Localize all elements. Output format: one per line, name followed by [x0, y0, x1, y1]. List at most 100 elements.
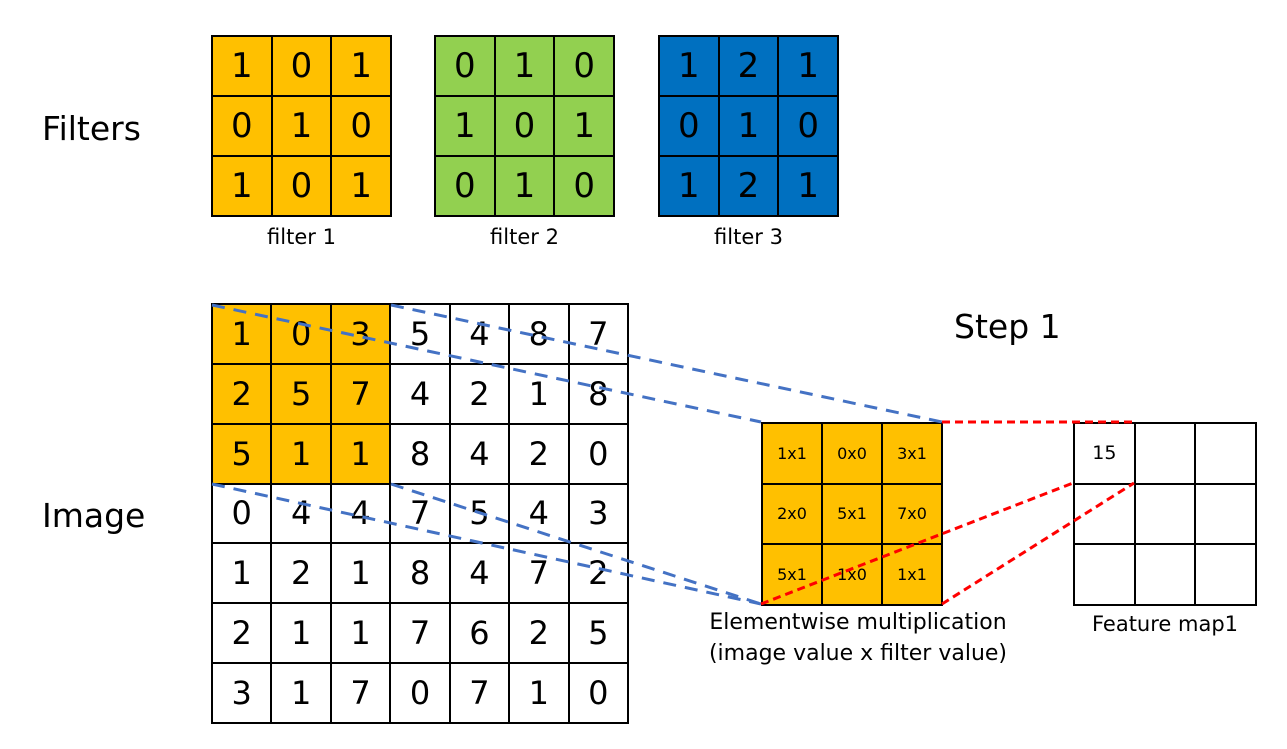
image-cell: 1 — [272, 604, 332, 665]
image-cell: 4 — [450, 305, 511, 365]
image-cell: 2 — [213, 364, 273, 425]
image-cell: 0 — [569, 424, 629, 485]
filter-3-cell: 0 — [779, 97, 839, 157]
image-cell: 1 — [272, 664, 332, 724]
filter-1-cell: 0 — [332, 97, 392, 157]
filter-1-cell: 1 — [272, 97, 333, 157]
product-cell: 5x1 — [763, 545, 823, 606]
image-cell: 2 — [450, 364, 511, 425]
image-cell: 3 — [331, 305, 392, 365]
image-cell: 8 — [391, 544, 451, 605]
filter-1-cell: 1 — [332, 37, 392, 97]
image-cell: 1 — [510, 364, 570, 425]
image-cell: 8 — [510, 305, 570, 365]
filter-1-caption: filter 1 — [267, 225, 336, 249]
product-cell: 1x0 — [823, 545, 883, 606]
image-cell: 4 — [391, 364, 451, 425]
image-cell: 4 — [450, 424, 511, 485]
image-cell: 8 — [569, 364, 629, 425]
filter-1-cell: 0 — [272, 157, 333, 217]
feature-map-cell — [1196, 545, 1257, 606]
image-cell: 4 — [510, 484, 570, 545]
feature-map-grid: 15 — [1073, 422, 1257, 606]
filter-1-cell: 1 — [213, 157, 273, 217]
filter-3-cell: 0 — [660, 97, 720, 157]
feature-map-cell — [1196, 424, 1257, 485]
feature-map-cell: 15 — [1075, 424, 1136, 485]
image-cell: 7 — [331, 664, 392, 724]
image-cell: 4 — [331, 484, 392, 545]
image-cell: 0 — [391, 664, 451, 724]
image-cell: 2 — [569, 544, 629, 605]
filter-2-cell: 0 — [436, 37, 496, 97]
image-cell: 0 — [569, 664, 629, 724]
filter-3-cell: 2 — [719, 157, 780, 217]
feature-map-cell — [1075, 545, 1136, 606]
image-cell: 6 — [450, 604, 511, 665]
step-label: Step 1 — [954, 307, 1061, 346]
filter-3-cell: 1 — [779, 37, 839, 97]
feature-map-cell — [1135, 484, 1197, 546]
filter-2-cell: 0 — [436, 157, 496, 217]
image-cell: 2 — [510, 604, 570, 665]
image-cell: 2 — [510, 424, 570, 485]
product-cell: 7x0 — [883, 484, 943, 546]
image-cell: 7 — [391, 484, 451, 545]
product-cell: 1x1 — [763, 424, 823, 485]
feature-map-cell — [1075, 484, 1136, 546]
filter-3-cell: 1 — [660, 37, 720, 97]
image-cell: 1 — [331, 544, 392, 605]
filters-label: Filters — [42, 109, 141, 148]
filter-2-cell: 1 — [555, 97, 615, 157]
image-cell: 5 — [391, 305, 451, 365]
filter-2-cell: 1 — [436, 97, 496, 157]
image-cell: 8 — [391, 424, 451, 485]
filter-1-cell: 1 — [332, 157, 392, 217]
feature-map-cell — [1135, 424, 1197, 485]
image-cell: 5 — [213, 424, 273, 485]
image-label: Image — [42, 496, 146, 535]
filter-3-cell: 1 — [779, 157, 839, 217]
filter-2-cell: 0 — [555, 37, 615, 97]
image-cell: 0 — [213, 484, 273, 545]
image-cell: 2 — [272, 544, 332, 605]
image-cell: 1 — [213, 305, 273, 365]
image-cell: 5 — [569, 604, 629, 665]
filter-3-cell: 1 — [660, 157, 720, 217]
image-cell: 1 — [331, 424, 392, 485]
feature-map-cell — [1196, 484, 1257, 546]
product-cell: 1x1 — [883, 545, 943, 606]
product-cell: 2x0 — [763, 484, 823, 546]
product-cell: 3x1 — [883, 424, 943, 485]
filter-2-cell: 1 — [495, 157, 556, 217]
image-cell: 7 — [391, 604, 451, 665]
filter-3-caption: filter 3 — [714, 225, 783, 249]
image-cell: 1 — [510, 664, 570, 724]
image-cell: 5 — [450, 484, 511, 545]
filter-1-cell: 1 — [213, 37, 273, 97]
product-cell: 0x0 — [823, 424, 883, 485]
image-cell: 1 — [213, 544, 273, 605]
elementwise-caption-line2: (image value x filter value) — [708, 641, 1008, 666]
image-cell: 5 — [272, 364, 332, 425]
filter-2-cell: 1 — [495, 37, 556, 97]
filter-2-cell: 0 — [495, 97, 556, 157]
image-cell: 1 — [331, 604, 392, 665]
filter-1-cell: 0 — [272, 37, 333, 97]
elementwise-caption-line1: Elementwise multiplication — [709, 610, 1007, 635]
image-cell: 7 — [569, 305, 629, 365]
image-cell: 2 — [213, 604, 273, 665]
image-cell: 3 — [213, 664, 273, 724]
image-cell: 1 — [272, 424, 332, 485]
image-cell: 3 — [569, 484, 629, 545]
filter-2-cell: 0 — [555, 157, 615, 217]
image-cell: 7 — [510, 544, 570, 605]
feature-map-caption: Feature map1 — [1091, 612, 1239, 636]
filter-3-cell: 2 — [719, 37, 780, 97]
image-cell: 7 — [450, 664, 511, 724]
